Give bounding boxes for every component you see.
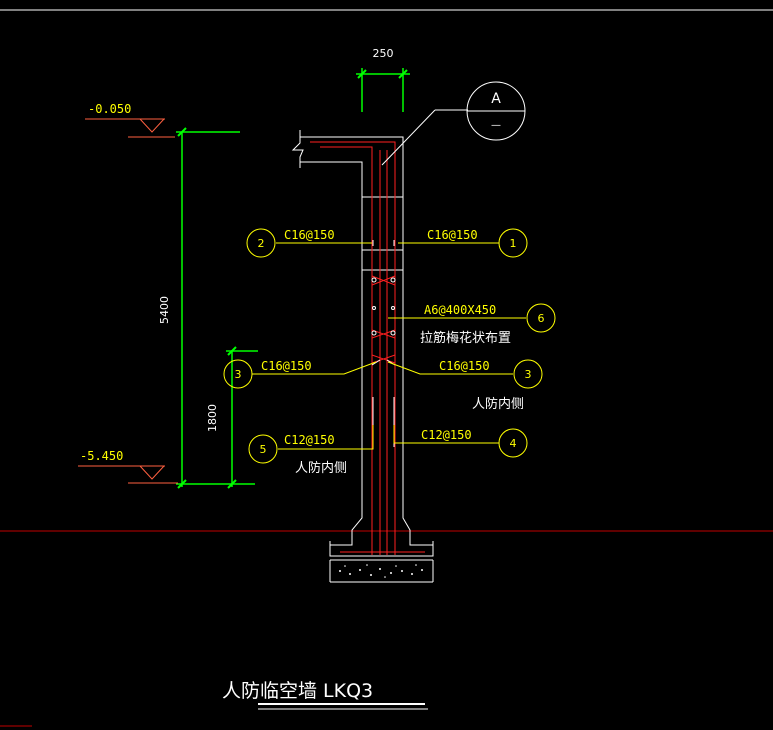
detail-marker-label: A — [491, 91, 501, 107]
lower-height-dim: 1800 — [206, 404, 219, 432]
callout-5-number: 5 — [260, 443, 267, 456]
wall-outline — [291, 130, 434, 583]
dimension-ticks — [177, 69, 408, 489]
elevation-marker-bottom — [78, 465, 178, 484]
rebar-label-3-left: C16@150 — [261, 359, 312, 373]
tie-bar-nodes — [371, 277, 396, 336]
callout-leaders — [252, 242, 526, 450]
rebar-label-2: C16@150 — [284, 228, 335, 242]
rebar-label-3-right: C16@150 — [439, 359, 490, 373]
callout-4-number: 4 — [510, 437, 517, 450]
foundation-hatch — [339, 564, 423, 578]
callout-3-right-number: 3 — [525, 368, 532, 381]
elevation-bottom-label: -5.450 — [80, 449, 123, 463]
civil-defense-inner-left-note: 人防内侧 — [295, 460, 347, 476]
callout-3-left-number: 3 — [235, 368, 242, 381]
rebar-lines — [310, 141, 425, 555]
rebar-label-4: C12@150 — [421, 428, 472, 442]
callout-2-number: 2 — [258, 237, 265, 250]
elevation-marker-top — [85, 118, 175, 138]
drawing-title: 人防临空墙 LKQ3 — [222, 680, 373, 702]
rebar-label-1: C16@150 — [427, 228, 478, 242]
elevation-top-label: -0.050 — [88, 102, 131, 116]
rebar-end-marks — [371, 240, 396, 447]
dimension-lines — [176, 68, 410, 487]
wall-thickness-dim: 250 — [373, 47, 394, 60]
callout-circles — [223, 228, 556, 464]
tie-arrangement-note: 拉筋梅花状布置 — [420, 330, 511, 346]
rebar-label-6: A6@400X450 — [424, 303, 496, 317]
detail-marker-sub: — — [491, 120, 501, 131]
total-height-dim: 5400 — [158, 296, 171, 324]
detail-marker: A — — [381, 81, 526, 166]
civil-defense-inner-right-note: 人防内侧 — [472, 396, 524, 412]
callout-1-number: 1 — [510, 237, 517, 250]
callout-6-number: 6 — [538, 312, 545, 325]
rebar-label-5: C12@150 — [284, 433, 335, 447]
tie-bars — [371, 275, 396, 364]
